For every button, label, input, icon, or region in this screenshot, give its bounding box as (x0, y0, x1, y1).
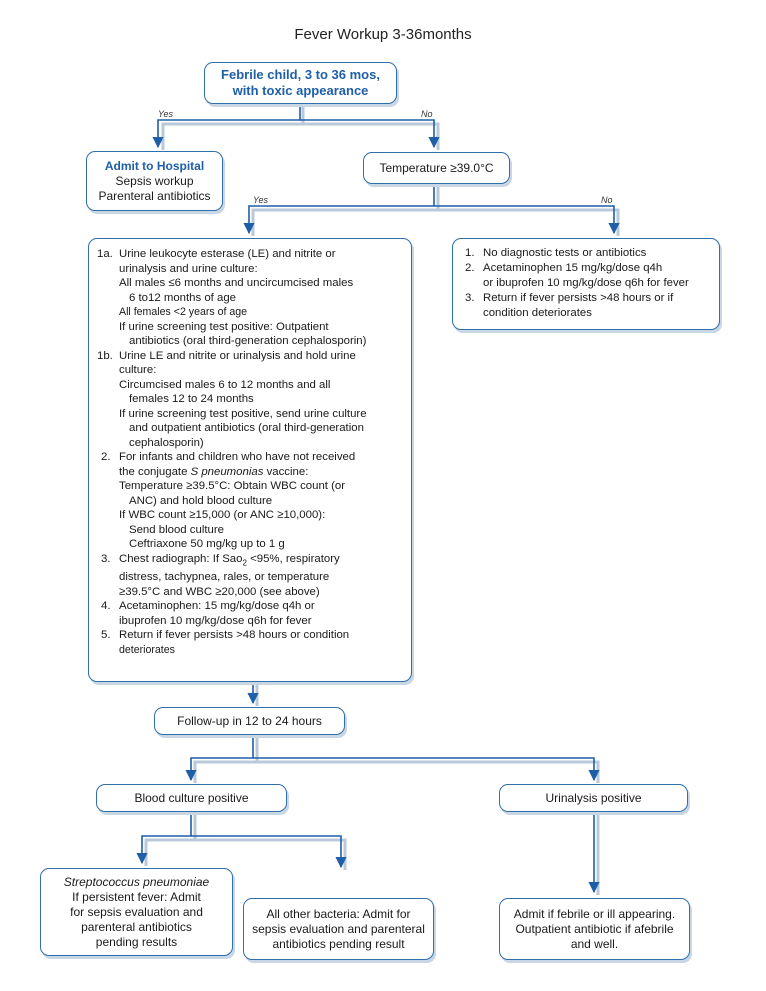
followup-box: Follow-up in 12 to 24 hours (154, 707, 345, 735)
workup-line: ≥39.5°C and WBC ≥20,000 (see above) (119, 585, 320, 598)
workup-line: Circumcised males 6 to 12 months and all (119, 378, 331, 391)
workup-line: 3.Chest radiograph: If Sao2 <95%, respir… (101, 552, 340, 567)
list-item-cont: or ibuprofen 10 mg/kg/dose q6h for fever (483, 277, 689, 289)
workup-line: females 12 to 24 months (129, 393, 254, 405)
list-item: 2.Acetaminophen 15 mg/kg/dose q4h (465, 262, 663, 274)
blood-culture-box: Blood culture positive (96, 784, 287, 812)
workup-line: 6 to12 months of age (129, 291, 237, 304)
start-line: with toxic appearance (232, 83, 369, 98)
workup-line: ANC) and hold blood culture (129, 494, 273, 507)
no-label: No (421, 109, 433, 119)
workup-line: urinalysis and urine culture: (119, 262, 258, 275)
strep-line: for sepsis evaluation and (70, 904, 203, 919)
workup-line: If urine screening test positive, send u… (119, 407, 367, 420)
strep-line: If persistent fever: Admit (72, 889, 201, 904)
no-label: No (601, 195, 613, 205)
list-item: 3.Return if fever persists >48 hours or … (465, 292, 674, 304)
workup-line: All males ≤6 months and uncircumcised ma… (119, 277, 354, 289)
admit-line: Parenteral antibiotics (98, 188, 211, 203)
workup-line: cephalosporin) (129, 436, 204, 449)
other-line: sepsis evaluation and parenteral (252, 921, 425, 936)
workup-line: All females <2 years of age (119, 306, 248, 318)
start-box: Febrile child, 3 to 36 mos, with toxic a… (204, 62, 397, 104)
workup-line: distress, tachypnea, rales, or temperatu… (119, 571, 330, 584)
yes-label: Yes (253, 195, 269, 205)
admit-febrile-line: Admit if febrile or ill appearing. (513, 906, 676, 921)
other-line: antibiotics pending result (272, 936, 405, 951)
admit-febrile-line: Outpatient antibiotic if afebrile (515, 921, 674, 936)
other-line: All other bacteria: Admit for (266, 906, 411, 921)
yes-label: Yes (158, 109, 174, 119)
strep-title: Streptococcus pneumoniae (63, 874, 210, 889)
workup-box: 1a.Urine leukocyte esterase (LE) and nit… (88, 238, 412, 682)
workup-line: deteriorates (119, 643, 175, 656)
workup-line: 1b.Urine LE and nitrite or urinalysis an… (97, 349, 356, 362)
admit-box: Admit to Hospital Sepsis workup Parenter… (86, 151, 223, 211)
start-line: Febrile child, 3 to 36 mos, (221, 67, 380, 82)
workup-line: culture: (119, 364, 157, 376)
page-title: Fever Workup 3-36months (294, 26, 472, 43)
workup-line: Temperature ≥39.5°C: Obtain WBC count (o… (119, 480, 346, 492)
workup-line: If WBC count ≥15,000 (or ANC ≥10,000): (119, 509, 326, 521)
workup-line: 2.For infants and children who have not … (101, 451, 356, 463)
temperature-box: Temperature ≥39.0°C (363, 152, 510, 184)
workup-line: ibuprofen 10 mg/kg/dose q6h for fever (119, 614, 312, 627)
workup-line: If urine screening test positive: Outpat… (119, 320, 329, 333)
workup-line: antibiotics (oral third-generation cepha… (129, 335, 367, 347)
strep-box: Streptococcus pneumoniae If persistent f… (40, 868, 233, 956)
workup-line: Ceftriaxone 50 mg/kg up to 1 g (129, 538, 285, 550)
workup-line: 5.Return if fever persists >48 hours or … (101, 629, 350, 642)
no-tests-box: 1.No diagnostic tests or antibiotics 2.A… (452, 238, 720, 330)
admit-title: Admit to Hospital (104, 158, 205, 173)
other-bacteria-box: All other bacteria: Admit for sepsis eva… (243, 898, 434, 960)
list-item: 1.No diagnostic tests or antibiotics (465, 247, 647, 259)
workup-line: 4.Acetaminophen: 15 mg/kg/dose q4h or (101, 600, 315, 613)
admit-febrile-line: and well. (570, 936, 619, 951)
strep-line: pending results (95, 934, 178, 949)
urinalysis-box: Urinalysis positive (499, 784, 688, 812)
workup-line: 1a.Urine leukocyte esterase (LE) and nit… (97, 248, 336, 260)
admit-line: Sepsis workup (115, 173, 194, 188)
list-item-cont: condition deteriorates (483, 307, 592, 319)
admit-febrile-box: Admit if febrile or ill appearing. Outpa… (499, 898, 690, 960)
workup-line: the conjugate S pneumonias vaccine: (119, 465, 309, 478)
workup-line: and outpatient antibiotics (oral third-g… (129, 422, 364, 434)
workup-line: Send blood culture (129, 523, 224, 536)
strep-line: parenteral antibiotics (81, 919, 192, 934)
